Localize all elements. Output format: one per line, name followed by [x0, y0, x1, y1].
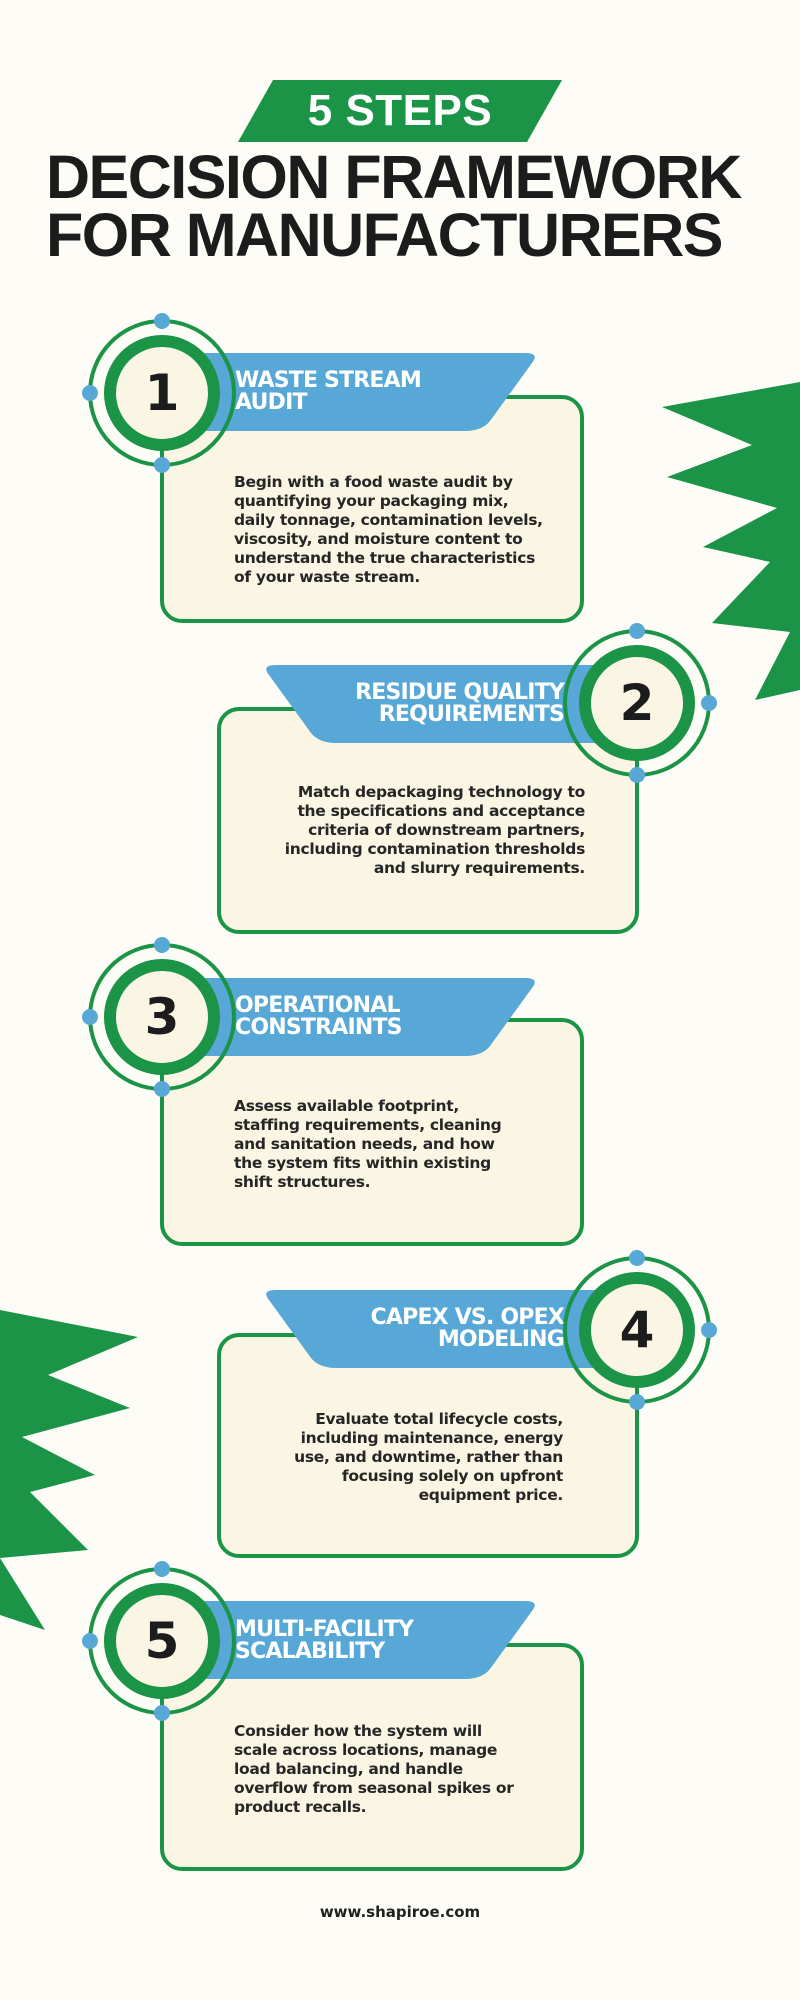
step-5-description: Consider how the system will scale acros…	[234, 1722, 514, 1816]
step-5-card	[160, 1643, 584, 1871]
step-1-title: WASTE STREAM AUDIT	[235, 368, 422, 415]
website-link[interactable]: www.shapiroe.com	[319, 1903, 481, 1921]
step-2-description: Match depackaging technology to the spec…	[284, 783, 586, 877]
steps-badge: 5 STEPS	[307, 86, 493, 135]
title-line-2: FOR MANUFACTURERS	[46, 201, 723, 269]
step-2-card	[217, 707, 639, 934]
step-5-number: 5	[144, 1612, 180, 1670]
step-1-ring-icon	[82, 313, 236, 473]
steps-badge-shape	[238, 80, 562, 142]
step-3-number: 3	[144, 988, 180, 1046]
step-3-description: Assess available footprint, staffing req…	[234, 1097, 502, 1191]
step-2-title-banner	[266, 665, 601, 743]
step-4-description: Evaluate total lifecycle costs, includin…	[294, 1410, 563, 1504]
page-title: DECISION FRAMEWORK FOR MANUFACTURERS	[46, 143, 766, 269]
step-3-title: OPERATIONAL CONSTRAINTS	[235, 993, 403, 1040]
step-2-title: RESIDUE QUALITY REQUIREMENTS	[355, 680, 565, 727]
spiky-decoration-left	[0, 1310, 138, 1630]
step-1-card	[160, 395, 584, 623]
step-4-number: 4	[619, 1301, 655, 1359]
step-3-ring-icon	[82, 937, 236, 1097]
step-2-number: 2	[619, 674, 655, 732]
step-5-title: MULTI-FACILITY SCALABILITY	[235, 1617, 414, 1664]
step-2-ring-icon	[563, 623, 717, 783]
step-5-title-banner	[200, 1601, 535, 1679]
step-1-title-banner	[200, 353, 535, 431]
step-4-ring-icon	[563, 1250, 717, 1410]
title-line-1: DECISION FRAMEWORK	[46, 143, 742, 211]
step-4-title-banner	[266, 1290, 601, 1368]
step-3-title-banner	[200, 978, 535, 1056]
step-1-number: 1	[144, 364, 180, 422]
step-1-description: Begin with a food waste audit by quantif…	[234, 473, 543, 586]
step-4-title: CAPEX VS. OPEX MODELING	[370, 1305, 565, 1352]
step-5-ring-icon	[82, 1561, 236, 1721]
step-4-card	[217, 1333, 639, 1558]
spiky-decoration-right	[662, 382, 800, 700]
